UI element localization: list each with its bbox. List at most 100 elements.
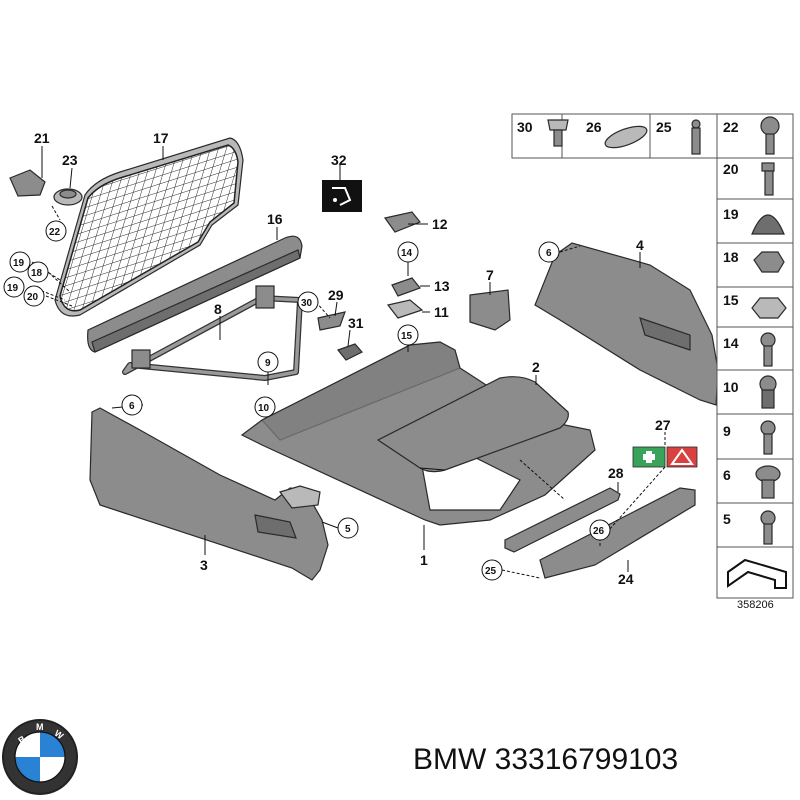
net-line [40,40,260,110]
callout-24: 24 [618,571,634,587]
symbol-27-part [632,446,698,468]
net-line [40,32,260,102]
net-line [40,72,260,142]
callout-25: 25 [485,566,497,577]
cover-12-part [383,211,421,233]
legend-right-column: 22 20 19 18 15 14 10 9 6 5 358206 [716,113,794,611]
callout-27: 27 [655,417,671,433]
callout-21: 21 [34,130,50,146]
net-line [40,0,260,46]
callout-13: 13 [434,278,450,294]
net-line [40,0,260,38]
svg-text:B: B [16,733,27,745]
net-line [40,56,260,126]
net-line [40,0,260,62]
legend-22: 22 [723,119,739,135]
net-line [40,48,260,118]
net-line [60,183,238,255]
callout-22: 22 [49,227,61,238]
net-line [40,24,260,94]
callout-11: 11 [434,304,449,320]
callout-20: 20 [27,292,39,303]
net-line [40,0,260,6]
clip-31-part [337,343,363,361]
side-trim-right-part [534,242,719,406]
legend-15: 15 [723,292,739,308]
legend-10: 10 [723,379,739,395]
net-line [40,16,260,86]
rail-part [87,235,303,353]
diagram-arrow-icon [727,558,787,589]
net-line [40,336,260,406]
seal-11-part [386,299,424,319]
child-seat-icon-32 [322,180,362,212]
callout-17: 17 [153,130,169,146]
net-line [40,0,260,14]
callout-23: 23 [62,152,78,168]
net-line [40,64,260,134]
legend-14: 14 [723,335,739,351]
callout-4: 4 [636,237,644,253]
callout-7: 7 [486,267,494,283]
threshold-24-part [539,487,696,579]
net-line [40,0,260,22]
callout-29: 29 [328,287,344,303]
net-line [40,0,260,70]
callout-26: 26 [593,526,605,537]
clip-29-part [317,311,346,331]
net-line [40,368,260,438]
callout-3: 3 [200,557,208,573]
net-line [0,130,24,330]
legend-19: 19 [723,206,739,222]
callout-28: 28 [608,465,624,481]
legend-30: 30 [517,119,533,135]
callout-31: 31 [348,315,364,331]
callout-10: 10 [258,403,270,414]
net-line [40,0,260,30]
net-line [40,0,260,54]
side-trim-left-part [89,407,329,581]
bmw-logo: B M W [2,719,78,795]
callout-6b: 6 [129,401,135,412]
net-line [0,130,8,330]
svg-text:M: M [36,722,44,732]
part-title: BMW 33316799103 [413,743,679,776]
legend-top-row: 30 26 25 [511,113,718,159]
clip-21-part [9,169,46,197]
callout-labels: 21 17 23 22 19 18 19 20 16 8 9 10 30 29 … [3,130,671,587]
callout-16: 16 [267,211,283,227]
legend-5: 5 [723,511,731,527]
net-line [0,130,16,330]
net-line [60,191,238,263]
bracket-7-part [469,289,511,331]
legend-18: 18 [723,249,739,265]
callout-1: 1 [420,552,428,568]
callout-2: 2 [532,359,540,375]
floor-cover-part [376,376,569,473]
callout-32: 32 [331,152,347,168]
callout-12: 12 [432,216,448,232]
frame-part [122,285,303,381]
callout-9: 9 [265,358,271,369]
strip-28-part [504,487,621,553]
callout-15: 15 [401,331,413,342]
clip-23-part [53,188,83,206]
legend-9: 9 [723,423,731,439]
callout-6a: 6 [546,248,552,259]
callout-8: 8 [214,301,222,317]
diagram-number: 358206 [737,599,774,611]
legend-25: 25 [656,119,672,135]
legend-26: 26 [586,119,602,135]
callout-19a: 19 [13,258,25,269]
callout-5: 5 [345,524,351,535]
legend-6: 6 [723,467,731,483]
net-line [40,8,260,78]
callout-18: 18 [31,268,43,279]
holder-13-part [391,277,421,297]
net-line [40,360,260,430]
callout-19b: 19 [7,283,19,294]
callout-30: 30 [301,298,313,309]
legend-20: 20 [723,161,739,177]
callout-14: 14 [401,248,413,259]
